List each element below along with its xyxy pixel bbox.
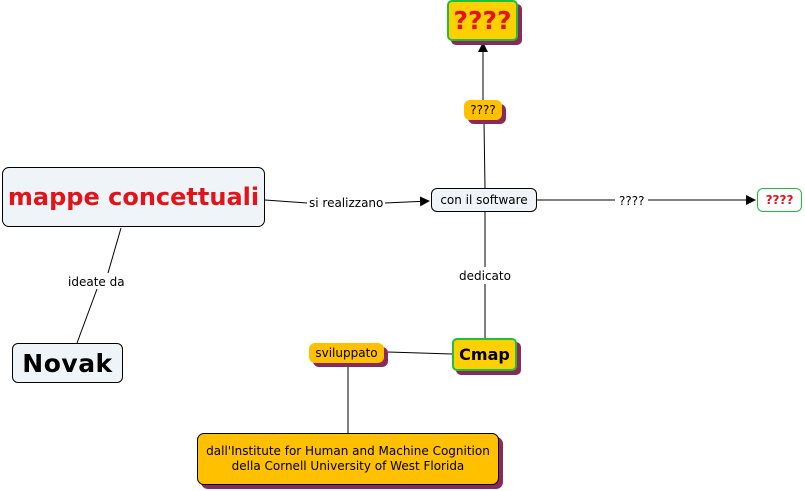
concept-con-il-software[interactable]: con il software bbox=[431, 188, 537, 212]
link-label-ideate-da[interactable]: ideate da bbox=[66, 275, 127, 289]
link-label-dedicato[interactable]: dedicato bbox=[457, 269, 513, 283]
edge-software-qsmall bbox=[483, 121, 486, 189]
link-label-unknown[interactable]: ???? bbox=[617, 194, 647, 208]
concept-right-unknown[interactable]: ???? bbox=[757, 188, 802, 212]
edge-mappe-realizzano bbox=[264, 199, 308, 204]
linking-phrase-sviluppato[interactable]: sviluppato bbox=[309, 343, 384, 363]
edge-realizzano-software bbox=[384, 196, 430, 207]
institute-line-2: della Cornell University of West Florida bbox=[231, 459, 465, 473]
edge-cmap-sviluppato bbox=[387, 351, 453, 355]
edge-mappe-ideate bbox=[107, 227, 122, 274]
concept-mappe-concettuali[interactable]: mappe concettuali bbox=[2, 167, 265, 227]
linking-phrase-unknown[interactable]: ???? bbox=[464, 100, 502, 120]
concept-cmap[interactable]: Cmap bbox=[452, 338, 517, 371]
edge-ideate-novak bbox=[76, 288, 98, 344]
concept-institute[interactable]: dall'Institute for Human and Machine Cog… bbox=[197, 433, 499, 485]
concept-novak[interactable]: Novak bbox=[12, 343, 123, 383]
institute-line-1: dall'Institute for Human and Machine Cog… bbox=[206, 444, 490, 458]
concept-top-unknown[interactable]: ???? bbox=[447, 0, 518, 41]
link-label-si-realizzano[interactable]: si realizzano bbox=[307, 196, 386, 210]
